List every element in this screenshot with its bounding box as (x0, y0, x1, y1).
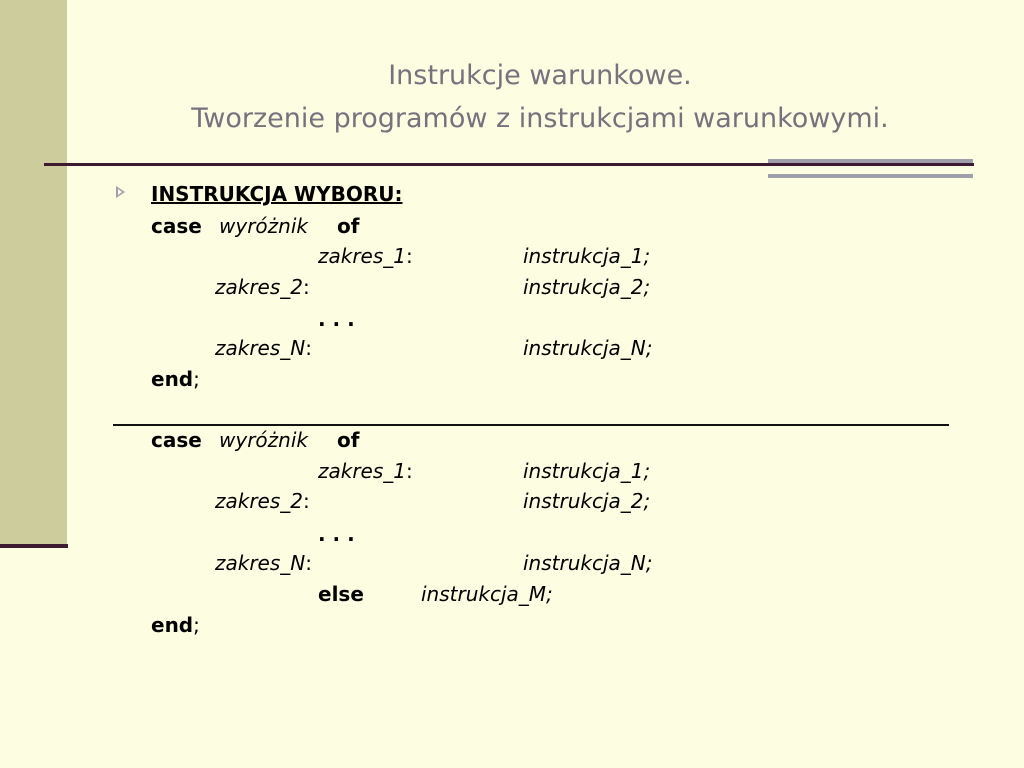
section-heading: INSTRUKCJA WYBORU: (151, 182, 403, 206)
instruction-m: instrukcja_M; (421, 582, 553, 606)
semicolon: ; (193, 367, 200, 391)
range-line-n: zakres_N: (215, 553, 312, 573)
arrow-bullet-icon (116, 186, 125, 198)
range-name: zakres_N (215, 551, 306, 575)
range-name: zakres_2 (215, 275, 304, 299)
end-line: end; (151, 369, 200, 389)
keyword-case: case (151, 428, 202, 452)
colon: : (305, 551, 312, 575)
keyword-end: end (151, 613, 194, 637)
keyword-end: end (151, 367, 194, 391)
title-divider (44, 163, 974, 166)
section-divider (113, 424, 949, 426)
colon: : (406, 244, 413, 268)
instruction-n: instrukcja_N; (523, 336, 653, 360)
instruction-1: instrukcja_1; (523, 244, 651, 268)
gray-bar-bottom (768, 174, 973, 178)
colon: : (305, 336, 312, 360)
keyword-of: of (337, 214, 360, 238)
colon: : (406, 459, 413, 483)
ellipsis: . . . (318, 522, 355, 546)
range-line-n: zakres_N: (215, 338, 312, 358)
colon: : (303, 275, 310, 299)
range-line-2: zakres_2: (215, 491, 310, 511)
instruction-1: instrukcja_1; (523, 459, 651, 483)
selector-text: wyróżnik (219, 428, 308, 452)
instruction-n: instrukcja_N; (523, 551, 653, 575)
instruction-2: instrukcja_2; (523, 275, 651, 299)
keyword-case: case (151, 214, 202, 238)
ellipsis: . . . (318, 307, 355, 331)
end-line: end; (151, 615, 200, 635)
colon: : (303, 489, 310, 513)
slide-title-line1: Instrukcje warunkowe. (388, 60, 692, 91)
slide-title-line2: Tworzenie programów z instrukcjami warun… (191, 103, 889, 134)
semicolon: ; (193, 613, 200, 637)
side-rule (0, 544, 68, 548)
range-name: zakres_N (215, 336, 306, 360)
selector-text: wyróżnik (219, 214, 308, 238)
keyword-else: else (318, 582, 364, 606)
gray-bar-top (768, 159, 973, 163)
range-name: zakres_1 (318, 244, 407, 268)
side-strip (0, 0, 67, 545)
instruction-2: instrukcja_2; (523, 489, 651, 513)
range-line-1: zakres_1: (318, 461, 413, 481)
keyword-of: of (337, 428, 360, 452)
range-line-1: zakres_1: (318, 246, 413, 266)
range-name: zakres_2 (215, 489, 304, 513)
range-line-2: zakres_2: (215, 277, 310, 297)
range-name: zakres_1 (318, 459, 407, 483)
